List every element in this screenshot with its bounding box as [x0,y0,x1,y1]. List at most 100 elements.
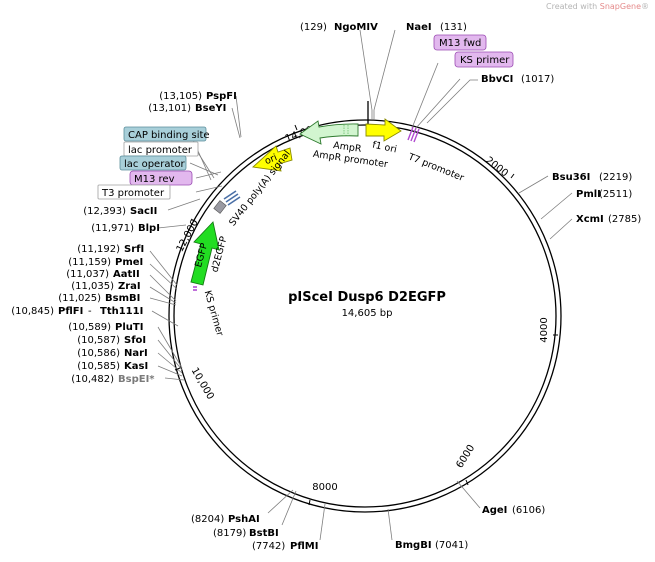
naei-pos: (131) [440,22,467,33]
sv40-mark-3 [227,196,241,206]
snapgene-credit: Created with SnapGene® [546,2,649,11]
ks-primer-top-box[interactable] [454,51,514,68]
tth111i-name[interactable]: Tth111I [100,306,143,317]
pflfi-separator: - [88,306,92,317]
site-leader-lines [149,29,573,541]
pflmi-name[interactable]: PflMI [290,541,318,552]
srfi-leader [149,250,178,286]
ampr-label: AmpR [333,140,363,155]
aatii-name[interactable]: AatII [113,269,140,280]
ksprimer-mark [410,127,417,142]
m13rev-tag: M13 rev [134,174,175,185]
nari-name[interactable]: NarI [124,348,148,359]
m13fwd-tag: M13 fwd [439,38,481,49]
pshai-name[interactable]: PshAI [228,514,260,525]
sfoi-name[interactable]: SfoI [124,335,146,346]
pmei-name[interactable]: PmeI [115,257,143,268]
sacii-pos: (12,393) [83,206,126,217]
lacoperator-leader [189,162,219,176]
pluti-name[interactable]: PluTI [115,322,143,333]
tick-8000: 8000 [312,482,337,493]
m13fwd-leader [411,62,439,129]
pflfi-leader [151,310,179,327]
lac-operator-box[interactable] [119,155,187,171]
ksprimer-top-leader [415,78,461,129]
plasmid-length: 14,605 bp [342,308,393,319]
xcmi-leader [549,218,573,240]
pmei-leader [149,263,178,290]
kasi-name[interactable]: KasI [124,361,148,372]
cap-box[interactable] [123,126,207,142]
bsmbi-pos: (11,025) [58,293,101,304]
f1-ori-arrow [365,118,402,142]
nari-leader [157,352,183,374]
pflfi-pos: (10,845) [11,306,54,317]
naei-name[interactable]: NaeI [406,22,432,33]
ampr-arrow [299,120,359,145]
bspei-name[interactable]: BspEI* [118,374,155,385]
pshai-pos: (8204) [191,514,224,525]
bbvci-pos: (1017) [521,74,554,85]
tick-4000: 4000 [539,317,550,342]
cap-binding-site-tag: CAP binding site [128,130,210,141]
ks-primer-top-tag: KS primer [460,55,510,66]
nari-pos: (10,586) [77,348,120,359]
ngomiv-leader [359,29,373,120]
lac-operator-tag: lac operator [124,159,185,170]
xcmi-name[interactable]: XcmI [576,214,604,225]
agei-name[interactable]: AgeI [482,505,507,516]
pspfi-name[interactable]: PspFI [206,91,237,102]
bmgbi-leader [387,508,393,541]
kasi-leader [157,365,183,377]
bbvci-name[interactable]: BbvCI [481,74,513,85]
tick-6000-mark [465,479,469,486]
sv40-mark-1 [223,190,237,200]
xcmi-pos: (2785) [608,214,641,225]
agei-pos: (6106) [512,505,545,516]
pmli-name[interactable]: PmlI [576,189,601,200]
feature-tags: M13 fwd KS primer CAP binding site lac p… [97,34,514,200]
t3-promoter-tag: T3 promoter [101,188,165,199]
bsu36i-pos: (2219) [599,172,632,183]
sv40-mark-2 [225,193,239,203]
credit-prefix: Created with [546,2,600,11]
site-labels: (129) NgoMIV NaeI (131) BbvCI (1017) Bsu… [11,22,641,552]
f1-ori-label: f1 ori [371,140,398,156]
tick-6000: 6000 [454,443,477,470]
bbvci-leader [426,79,478,124]
bspei-pos: (10,482) [71,374,114,385]
ngomiv-name[interactable]: NgoMIV [334,22,378,33]
pflmi-pos: (7742) [252,541,285,552]
zrai-name[interactable]: ZraI [118,281,141,292]
pmei-pos: (11,159) [68,257,111,268]
bseyi-name[interactable]: BseYI [195,103,226,114]
bmgbi-name[interactable]: BmgBI [395,540,432,551]
bsmbi-name[interactable]: BsmBI [105,293,140,304]
bseyi-leader [231,107,241,139]
sfoi-pos: (10,587) [77,335,120,346]
pluti-leader [157,326,183,369]
kasi-pos: (10,585) [77,361,120,372]
blpi-leader [157,224,187,229]
naei-leader [373,29,396,120]
srfi-name[interactable]: SrfI [124,244,144,255]
agei-leader [456,480,481,509]
t3-promoter-box[interactable] [97,184,171,200]
zrai-leader [149,286,177,304]
pspfi-leader [235,95,242,138]
ori-label: ori [263,152,279,167]
pflfi-name[interactable]: PflFI [58,306,83,317]
aatii-leader [149,274,177,302]
bsu36i-name[interactable]: Bsu36I [552,172,590,183]
bstbi-name[interactable]: BstBI [249,528,279,539]
blpi-name[interactable]: BlpI [138,223,160,234]
tick-14000-mark [294,124,298,131]
m13fwd-box[interactable] [433,34,487,51]
sfoi-leader [157,339,183,371]
backbone-outer [168,119,562,513]
bspei-leader [164,377,185,381]
t7-mark [413,128,420,143]
sacii-name[interactable]: SacII [130,206,157,217]
m13rev-leader [195,171,222,179]
plasmid-name: pISceI Dusp6 D2EGFP [288,290,446,305]
